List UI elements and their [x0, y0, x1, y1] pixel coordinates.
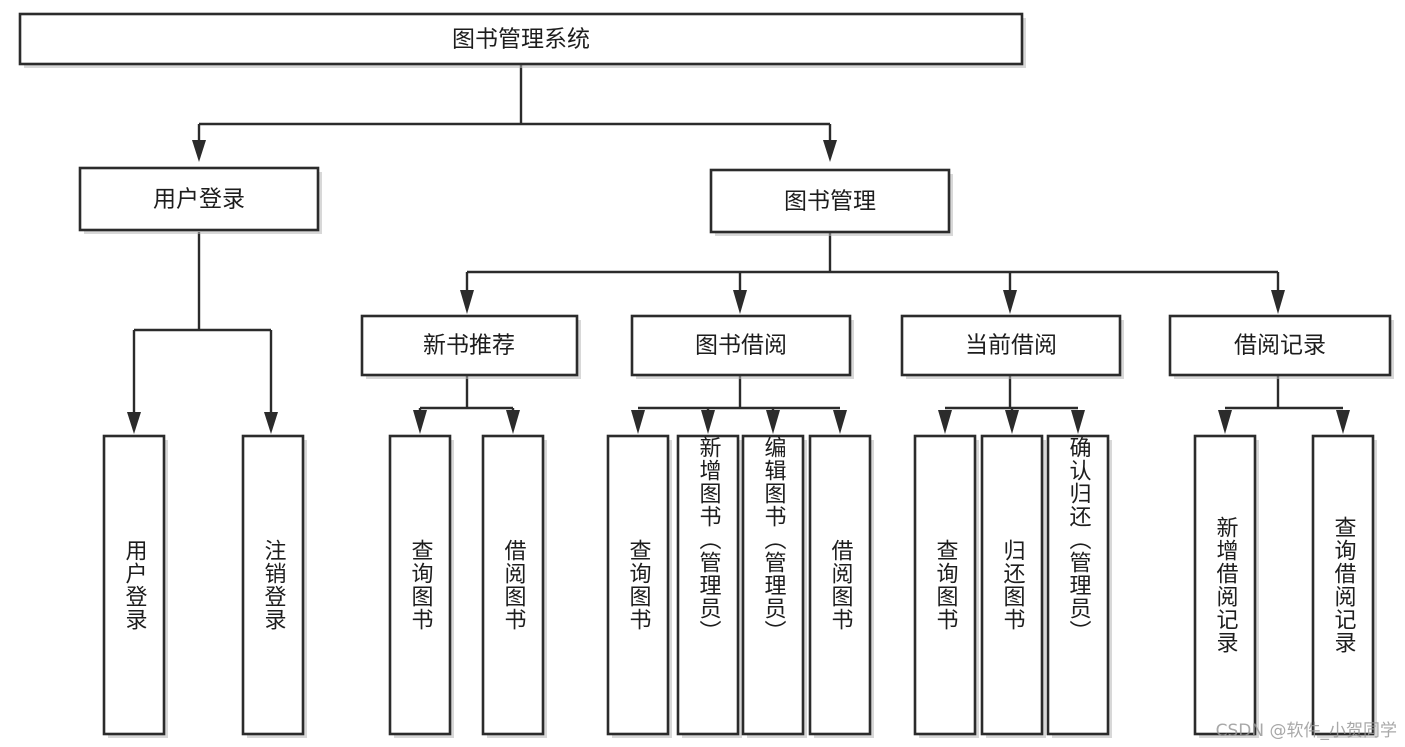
leaf-add-book-box[interactable] — [676, 434, 740, 736]
arrow-head-leaf-confirm-return — [1071, 410, 1085, 434]
arrow-head-book-borrow — [733, 290, 747, 314]
arrow-head-leaf-edit-book — [766, 410, 780, 434]
arrow-head-leaf-query-book-1 — [413, 410, 427, 434]
leaf-user-login-box[interactable] — [102, 434, 166, 736]
leaf-borrow-book-1-box[interactable] — [481, 434, 545, 736]
connector-group-newbook — [413, 375, 520, 434]
connector-group-bookborrow — [631, 375, 847, 434]
arrow-head-leaf-query-book-3 — [938, 410, 952, 434]
connector-group-root — [192, 64, 837, 162]
leaf-query-book-1-box[interactable] — [388, 434, 452, 736]
arrow-head-new-book-recommend — [460, 290, 474, 314]
leaf-confirm-return-box[interactable] — [1046, 434, 1110, 736]
node-new-book-recommend-label: 新书推荐 — [423, 333, 515, 359]
node-current-borrow-box[interactable] — [900, 314, 1122, 377]
arrow-head-leaf-user-login — [127, 412, 141, 434]
arrow-head-leaf-return-book — [1005, 410, 1019, 434]
node-user-login-label: 用户登录 — [153, 187, 245, 213]
connector-group-bookmgmt — [460, 232, 1285, 314]
node-root-box[interactable] — [18, 12, 1024, 66]
connector-group-userlogin — [127, 232, 278, 434]
node-current-borrow[interactable]: 当前借阅 — [900, 314, 1124, 379]
node-book-borrow-label: 图书借阅 — [695, 333, 787, 359]
node-book-management-label: 图书管理 — [784, 189, 876, 215]
node-new-book-recommend-box[interactable] — [360, 314, 579, 377]
node-root-label: 图书管理系统 — [452, 27, 590, 53]
node-user-login[interactable]: 用户登录 — [78, 166, 322, 234]
leaf-return-book-box[interactable] — [980, 434, 1044, 736]
arrow-head-bookmgmt — [823, 140, 837, 162]
arrow-head-userlogin — [192, 140, 206, 162]
leaf-query-record-box[interactable] — [1311, 434, 1375, 736]
arrow-head-leaf-borrow-book-1 — [506, 410, 520, 434]
arrow-head-leaf-add-book — [701, 410, 715, 434]
leaf-borrow-book-2-box[interactable] — [808, 434, 872, 736]
node-book-management-box[interactable] — [709, 168, 951, 234]
node-book-management[interactable]: 图书管理 — [709, 168, 953, 236]
node-borrow-record-label: 借阅记录 — [1234, 333, 1326, 359]
arrow-head-leaf-borrow-book-2 — [833, 410, 847, 434]
node-root[interactable]: 图书管理系统 — [18, 12, 1026, 68]
arrow-head-leaf-query-record — [1336, 410, 1350, 434]
arrow-head-leaf-logout-login — [264, 412, 278, 434]
node-new-book-recommend[interactable]: 新书推荐 — [360, 314, 581, 379]
leaf-edit-book-box[interactable] — [741, 434, 805, 736]
arrow-head-borrow-record — [1271, 290, 1285, 314]
node-book-borrow-box[interactable] — [630, 314, 852, 377]
leaf-add-record-box[interactable] — [1193, 434, 1257, 736]
node-current-borrow-label: 当前借阅 — [965, 333, 1057, 359]
connector-group-currentborrow — [938, 375, 1085, 434]
node-borrow-record[interactable]: 借阅记录 — [1168, 314, 1394, 379]
node-book-borrow[interactable]: 图书借阅 — [630, 314, 854, 379]
leaf-logout-login-box[interactable] — [241, 434, 305, 736]
leaf-query-book-3-box[interactable] — [913, 434, 977, 736]
arrow-head-current-borrow — [1003, 290, 1017, 314]
leaf-query-book-2-box[interactable] — [606, 434, 670, 736]
connector-group-borrowrecord — [1218, 375, 1350, 434]
arrow-head-leaf-add-record — [1218, 410, 1232, 434]
leaf-boxes — [102, 434, 1377, 738]
node-borrow-record-box[interactable] — [1168, 314, 1392, 377]
node-user-login-box[interactable] — [78, 166, 320, 232]
arrow-head-leaf-query-book-2 — [631, 410, 645, 434]
